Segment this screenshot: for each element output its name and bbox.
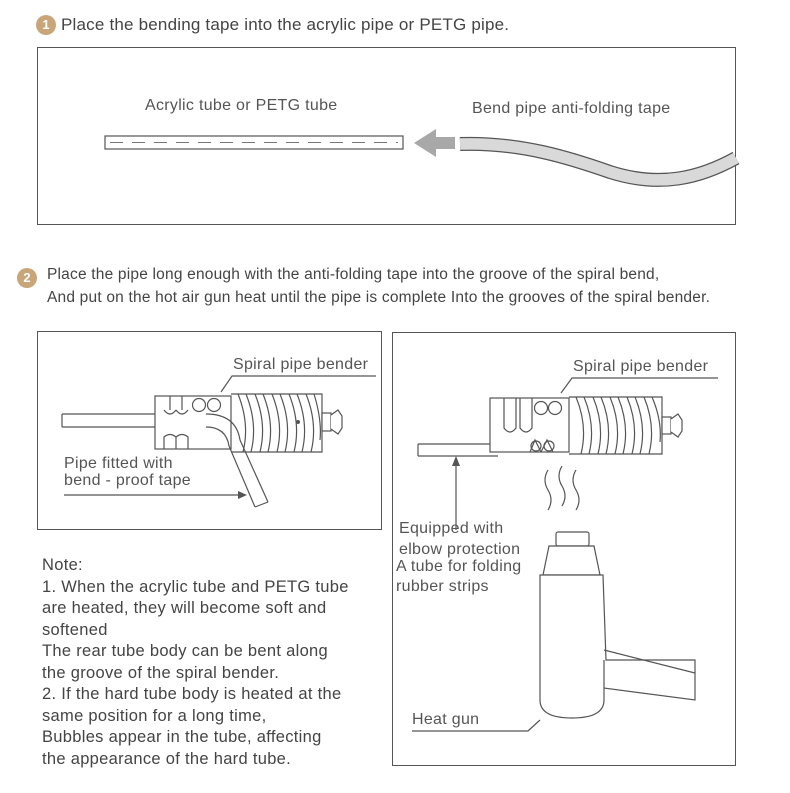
left-panel-frame <box>37 331 382 530</box>
tape-label: Bend pipe anti-folding tape <box>472 100 671 117</box>
acrylic-tube <box>104 135 404 150</box>
step-1-instruction: Place the bending tape into the acrylic … <box>61 15 510 34</box>
pipe-label-line-1: Pipe fitted with <box>64 455 173 472</box>
right-bender-drawing <box>412 377 718 732</box>
step-1-badge: 1 <box>36 15 56 35</box>
step-2-badge: 2 <box>17 268 37 288</box>
note-line: the groove of the spiral bender. <box>42 663 280 682</box>
pipe-pointer-arrow-icon <box>238 491 247 499</box>
pipe-label-line-2: bend - proof tape <box>64 472 191 489</box>
heat-gun-label: Heat gun <box>412 711 480 728</box>
folding-label-line-2: rubber strips <box>396 578 489 595</box>
step-1-frame <box>37 47 736 225</box>
step-2-line-1: Place the pipe long enough with the anti… <box>47 266 660 283</box>
tube-label: Acrylic tube or PETG tube <box>145 97 338 114</box>
note-line: the appearance of the hard tube. <box>42 749 292 768</box>
note-line: The rear tube body can be bent along <box>42 642 328 660</box>
note-line: Bubbles appear in the tube, affecting <box>42 728 322 746</box>
elbow-pointer-arrow-icon <box>452 456 460 466</box>
anti-folding-tape <box>459 136 740 187</box>
note-line: are heated, they will become soft and <box>42 599 327 617</box>
note-line: same position for a long time, <box>42 706 267 725</box>
left-bender-drawing <box>61 375 376 508</box>
elbow-label-line-2: elbow protection <box>399 541 521 558</box>
note-line: 1. When the acrylic tube and PETG tube <box>42 577 349 596</box>
right-bender-label: Spiral pipe bender <box>573 358 709 375</box>
right-panel-frame <box>392 332 736 766</box>
folding-label-line-1: A tube for folding <box>396 558 522 575</box>
left-bender-label: Spiral pipe bender <box>233 356 369 373</box>
note-line: 2. If the hard tube body is heated at th… <box>42 685 342 703</box>
elbow-label-line-1: Equipped with <box>399 520 504 537</box>
step-2-line-2: And put on the hot air gun heat until th… <box>47 289 711 306</box>
insert-arrow-icon <box>414 129 455 157</box>
note-block: Note: 1. When the acrylic tube and PETG … <box>42 555 349 770</box>
note-line: softened <box>42 620 108 639</box>
note-line: Note: <box>42 556 83 574</box>
